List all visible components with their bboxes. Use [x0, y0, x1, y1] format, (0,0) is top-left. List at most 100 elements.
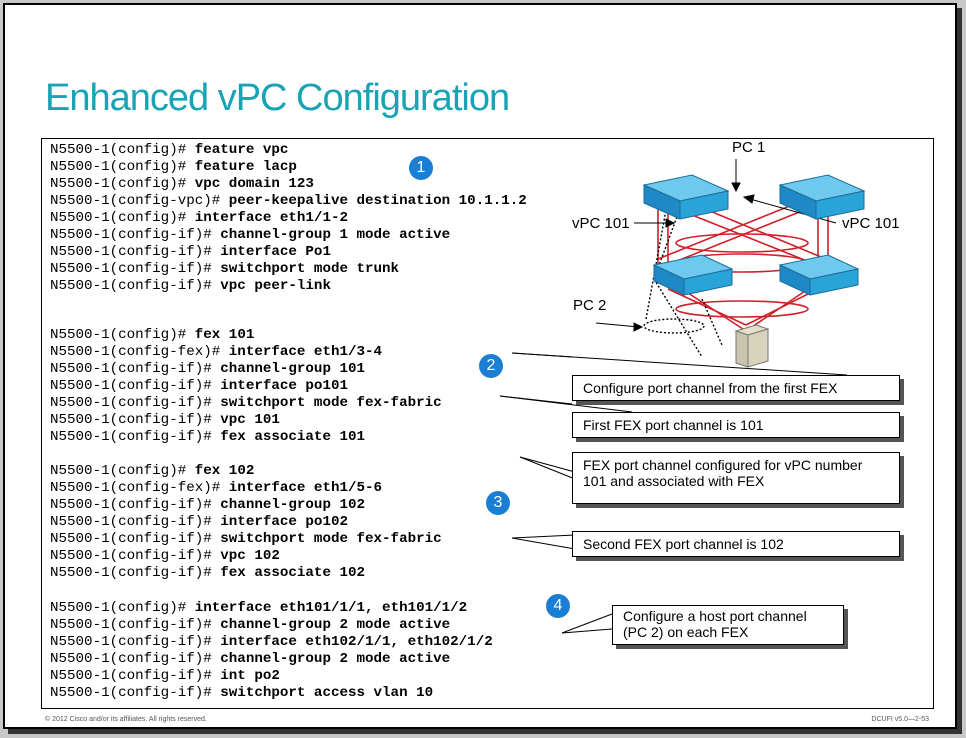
code-line: N5500-1(config-if)# switchport mode trun…: [50, 261, 527, 278]
arrows: [595, 159, 837, 332]
cli-command: switchport mode trunk: [220, 261, 400, 277]
cli-prompt: N5500-1(config-if)#: [50, 429, 221, 445]
vpc-left-label: vPC 101: [572, 215, 630, 232]
switch-top-left: [642, 174, 730, 220]
code-line: N5500-1(config-if)# interface eth102/1/1…: [50, 634, 493, 651]
cli-command: vpc peer-link: [220, 278, 331, 294]
cli-prompt: N5500-1(config-fex)#: [50, 480, 229, 496]
code-line: N5500-1(config-fex)# interface eth1/5-6: [50, 480, 442, 497]
code-line: N5500-1(config-if)# int po2: [50, 668, 493, 685]
cli-prompt: N5500-1(config-vpc)#: [50, 193, 229, 209]
code-line: N5500-1(config-if)# channel-group 102: [50, 497, 442, 514]
cli-command: interface po102: [220, 514, 348, 530]
leader-lines: [499, 352, 848, 634]
cli-prompt: N5500-1(config-if)#: [50, 361, 221, 377]
cli-prompt: N5500-1(config-if)#: [50, 378, 221, 394]
cli-prompt: N5500-1(config-if)#: [50, 278, 221, 294]
cli-prompt: N5500-1(config)#: [50, 176, 195, 192]
pc1-label: PC 1: [732, 139, 766, 156]
cli-prompt: N5500-1(config-if)#: [50, 685, 221, 701]
cli-command: interface eth101/1/1, eth101/1/2: [194, 600, 468, 616]
cli-command: vpc 101: [220, 412, 280, 428]
cli-command: feature lacp: [194, 159, 297, 175]
code-line: N5500-1(config)# fex 102: [50, 463, 442, 480]
code-block-host-port-channel: N5500-1(config)# interface eth101/1/1, e…: [50, 600, 493, 702]
code-line: N5500-1(config-if)# vpc peer-link: [50, 278, 527, 295]
cli-command: vpc domain 123: [194, 176, 314, 192]
cli-prompt: N5500-1(config)#: [50, 159, 195, 175]
code-line: N5500-1(config)# interface eth101/1/1, e…: [50, 600, 493, 617]
cli-command: interface eth1/1-2: [194, 210, 348, 226]
copyright: © 2012 Cisco and/or its affiliates. All …: [45, 716, 207, 723]
cli-prompt: N5500-1(config)#: [50, 210, 195, 226]
code-line: N5500-1(config-if)# channel-group 1 mode…: [50, 227, 527, 244]
cli-command: fex associate 102: [220, 565, 366, 581]
callout-first-fex-port-channel: Configure port channel from the first FE…: [572, 375, 900, 401]
cli-command: switchport access vlan 10: [220, 685, 434, 701]
cli-prompt: N5500-1(config)#: [50, 463, 195, 479]
switch-top-right: [778, 174, 866, 220]
code-line: N5500-1(config-if)# switchport mode fex-…: [50, 531, 442, 548]
code-line: N5500-1(config-if)# interface po102: [50, 514, 442, 531]
code-line: N5500-1(config-if)# channel-group 101: [50, 361, 442, 378]
cli-prompt: N5500-1(config-if)#: [50, 617, 221, 633]
cli-command: interface eth102/1/1, eth102/1/2: [220, 634, 493, 650]
code-line: N5500-1(config)# fex 101: [50, 327, 442, 344]
step-badge-3: 3: [486, 491, 510, 515]
cli-command: fex associate 101: [220, 429, 366, 445]
code-line: N5500-1(config-if)# fex associate 102: [50, 565, 442, 582]
code-line: N5500-1(config)# vpc domain 123: [50, 176, 527, 193]
code-line: N5500-1(config-if)# switchport mode fex-…: [50, 395, 442, 412]
cli-command: interface eth1/5-6: [228, 480, 383, 496]
cli-prompt: N5500-1(config-if)#: [50, 412, 221, 428]
cli-prompt: N5500-1(config-if)#: [50, 565, 221, 581]
cli-prompt: N5500-1(config-if)#: [50, 244, 221, 260]
code-line: N5500-1(config-if)# channel-group 2 mode…: [50, 651, 493, 668]
code-line: N5500-1(config-if)# fex associate 101: [50, 429, 442, 446]
cli-prompt: N5500-1(config)#: [50, 600, 195, 616]
code-line: N5500-1(config-if)# switchport access vl…: [50, 685, 493, 702]
cli-command: channel-group 2 mode active: [220, 651, 451, 667]
cli-command: fex 101: [194, 327, 255, 343]
diagram-svg: [499, 159, 866, 634]
server-icon: [734, 324, 770, 368]
cli-command: channel-group 1 mode active: [220, 227, 451, 243]
cli-command: switchport mode fex-fabric: [220, 531, 442, 547]
cli-command: switchport mode fex-fabric: [220, 395, 442, 411]
cli-prompt: N5500-1(config-if)#: [50, 634, 221, 650]
cli-prompt: N5500-1(config-fex)#: [50, 344, 229, 360]
cli-command: interface po101: [220, 378, 348, 394]
cli-command: channel-group 102: [220, 497, 366, 513]
code-line: N5500-1(config-if)# vpc 101: [50, 412, 442, 429]
code-line: N5500-1(config)# interface eth1/1-2: [50, 210, 527, 227]
callout-first-fex-po101: First FEX port channel is 101: [572, 412, 900, 438]
code-line: N5500-1(config-vpc)# peer-keepalive dest…: [50, 193, 527, 210]
code-line: N5500-1(config)# feature vpc: [50, 142, 527, 159]
callout-second-fex-po102: Second FEX port channel is 102: [572, 531, 900, 557]
callout-host-port-channel: Configure a host port channel (PC 2) on …: [612, 605, 844, 645]
cli-prompt: N5500-1(config)#: [50, 327, 195, 343]
fex-left: [652, 254, 734, 296]
cli-prompt: N5500-1(config-if)#: [50, 497, 221, 513]
cli-command: interface Po1: [220, 244, 331, 260]
code-line: N5500-1(config-fex)# interface eth1/3-4: [50, 344, 442, 361]
code-line: N5500-1(config-if)# interface po101: [50, 378, 442, 395]
cli-prompt: N5500-1(config-if)#: [50, 261, 221, 277]
cli-command: vpc 102: [220, 548, 280, 564]
slide-title: Enhanced vPC Configuration: [45, 77, 510, 119]
cli-command: fex 102: [194, 463, 255, 479]
step-badge-2: 2: [479, 354, 503, 378]
cli-command: channel-group 2 mode active: [220, 617, 451, 633]
pc2-label: PC 2: [573, 297, 607, 314]
code-line: N5500-1(config-if)# channel-group 2 mode…: [50, 617, 493, 634]
step-badge-1: 1: [409, 156, 433, 180]
cli-prompt: N5500-1(config-if)#: [50, 548, 221, 564]
cli-prompt: N5500-1(config-if)#: [50, 668, 221, 684]
fex-right: [778, 254, 860, 296]
cli-prompt: N5500-1(config-if)#: [50, 651, 221, 667]
code-line: N5500-1(config)# feature lacp: [50, 159, 527, 176]
